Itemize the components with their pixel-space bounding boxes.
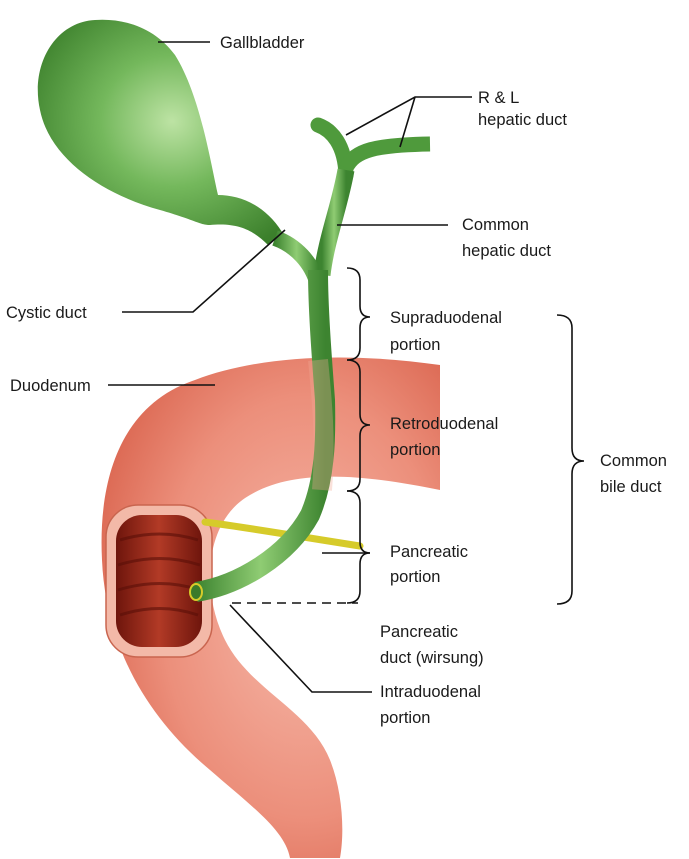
bile-duct-retro-overlay	[318, 360, 324, 490]
bracket-supraduodenal	[347, 268, 370, 360]
right-hepatic-duct	[346, 144, 430, 168]
common-hepatic-duct	[322, 170, 346, 275]
label-pancreatic-portion-1: Pancreatic	[390, 543, 468, 561]
label-retroduodenal-1: Retroduodenal	[390, 415, 498, 433]
label-common-hepatic-2: hepatic duct	[462, 242, 551, 260]
label-retroduodenal-2: portion	[390, 441, 440, 459]
label-common-hepatic-1: Common	[462, 216, 529, 234]
bracket-common-bile	[557, 315, 584, 604]
label-supraduodenal-1: Supraduodenal	[390, 309, 502, 327]
left-hepatic-duct	[318, 125, 346, 175]
ampulla	[190, 584, 202, 600]
label-intraduodenal-1: Intraduodenal	[380, 683, 481, 701]
cystic-duct-leader	[122, 230, 285, 312]
label-supraduodenal-2: portion	[390, 336, 440, 354]
label-cystic-duct: Cystic duct	[6, 304, 87, 322]
label-pancreatic-duct-2: duct (wirsung)	[380, 649, 484, 667]
label-rl-hepatic-1: R & L	[478, 89, 519, 107]
label-duodenum: Duodenum	[10, 377, 91, 395]
label-common-bile-2: bile duct	[600, 478, 662, 496]
label-intraduodenal-2: portion	[380, 709, 430, 727]
label-pancreatic-duct-1: Pancreatic	[380, 623, 458, 641]
label-pancreatic-portion-2: portion	[390, 568, 440, 586]
label-gallbladder: Gallbladder	[220, 34, 305, 52]
label-rl-hepatic-2: hepatic duct	[478, 111, 567, 129]
gallbladder-shape	[38, 20, 282, 245]
label-common-bile-1: Common	[600, 452, 667, 470]
